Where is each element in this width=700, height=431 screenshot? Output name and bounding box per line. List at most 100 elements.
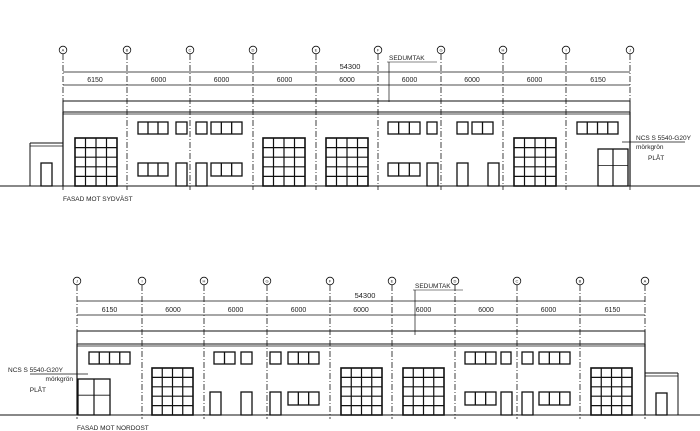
bay-dimension: 6150 — [605, 307, 621, 314]
garage-door — [513, 137, 557, 187]
window-frame — [195, 121, 208, 135]
window — [576, 121, 619, 135]
grid-axis-bubble — [58, 45, 68, 55]
grid-axis-label: D — [454, 279, 457, 284]
window — [464, 351, 497, 365]
window-frame — [538, 351, 571, 365]
window — [538, 391, 571, 406]
door — [269, 391, 282, 416]
window-frame — [210, 162, 243, 177]
grid-axis-bubble — [512, 276, 522, 286]
garage-door — [402, 367, 445, 416]
bay-dimension: 6000 — [277, 77, 293, 84]
grid-axis-label: F — [329, 279, 332, 284]
door — [175, 162, 188, 187]
window — [287, 351, 320, 365]
elevation-title: FASAD MOT NORDOST — [77, 425, 149, 431]
bay-dimension: 6000 — [151, 77, 167, 84]
grid-axis-label: A — [644, 279, 647, 284]
grid-axis-bubble — [199, 276, 209, 286]
bay-dimension: 6000 — [416, 307, 432, 314]
roof-label-sedumtak: SEDUMTAK — [389, 55, 425, 62]
grid-axis-label: G — [265, 279, 268, 284]
grid-axis-bubble — [262, 276, 272, 286]
grid-axis-bubble — [575, 276, 585, 286]
grid-axis-label: E — [391, 279, 394, 284]
window — [213, 351, 236, 365]
grid-axis-label: B — [579, 279, 582, 284]
grid-axis-bubble — [640, 276, 650, 286]
window-frame — [175, 121, 188, 135]
grid-axis-label: E — [315, 48, 318, 53]
grid-axis-bubble — [72, 276, 82, 286]
window-frame — [387, 162, 421, 177]
bay-dimension: 6000 — [402, 77, 418, 84]
material-label-material: PLÅT — [30, 385, 46, 394]
bay-dimension: 6000 — [165, 307, 181, 314]
material-label-material: PLÅT — [648, 153, 664, 162]
window-frame — [287, 391, 320, 406]
grid-axis-label: H — [502, 48, 505, 53]
window-frame — [269, 351, 282, 365]
elevation-title: FASAD MOT SYDVÄST — [63, 195, 133, 203]
window-frame — [387, 121, 421, 135]
window — [521, 351, 534, 365]
grid-axis-bubble — [498, 45, 508, 55]
door — [500, 391, 513, 416]
roof-parapet — [76, 330, 646, 345]
window-frame — [287, 351, 320, 365]
window-frame — [464, 391, 497, 406]
annex — [645, 372, 679, 416]
grid-axis-bubble — [122, 45, 132, 55]
grid-axis-bubble — [248, 45, 258, 55]
grid-axis-bubble — [387, 276, 397, 286]
overall-dimension: 54300 — [340, 62, 361, 71]
window — [210, 121, 243, 135]
bay-dimension: 6000 — [339, 77, 355, 84]
grid-axis-bubble — [450, 276, 460, 286]
bay-dimension: 6150 — [87, 77, 103, 84]
bay-dimension: 6000 — [353, 307, 369, 314]
window — [240, 351, 253, 365]
grid-axis-label: C — [516, 279, 519, 284]
window-frame — [137, 121, 169, 135]
overall-dimension: 54300 — [355, 291, 376, 300]
door — [240, 391, 253, 416]
door — [487, 162, 500, 187]
window-frame — [137, 162, 169, 177]
bay-dimension: 6150 — [590, 77, 606, 84]
door — [655, 392, 668, 416]
material-label-color-name: mörkgrön — [46, 376, 74, 383]
grid-axis-label: G — [439, 48, 442, 53]
window — [456, 121, 469, 135]
grid-axis-bubble — [436, 45, 446, 55]
roof-parapet — [62, 100, 631, 113]
garage-door — [325, 137, 369, 187]
window — [137, 121, 169, 135]
grid-axis-label: C — [189, 48, 192, 53]
window-frame — [240, 351, 253, 365]
window — [137, 162, 169, 177]
window-frame — [456, 121, 469, 135]
bay-dimension: 6000 — [478, 307, 494, 314]
grid-axis-label: A — [62, 48, 65, 53]
bay-dimension: 6000 — [464, 77, 480, 84]
double-door — [597, 148, 629, 187]
grid-axis-bubble — [325, 276, 335, 286]
grid-axis-label: J — [76, 279, 78, 284]
bay-dimension: 6150 — [102, 307, 118, 314]
window-frame — [464, 351, 497, 365]
double-door — [77, 378, 111, 416]
garage-door — [74, 137, 118, 187]
window — [287, 391, 320, 406]
window — [269, 351, 282, 365]
material-label-color-code: NCS S 5540-G20Y — [8, 367, 64, 374]
door — [195, 162, 208, 187]
bay-dimension: 6000 — [214, 77, 230, 84]
window — [471, 121, 494, 135]
material-label-color-name: mörkgrön — [636, 144, 664, 151]
